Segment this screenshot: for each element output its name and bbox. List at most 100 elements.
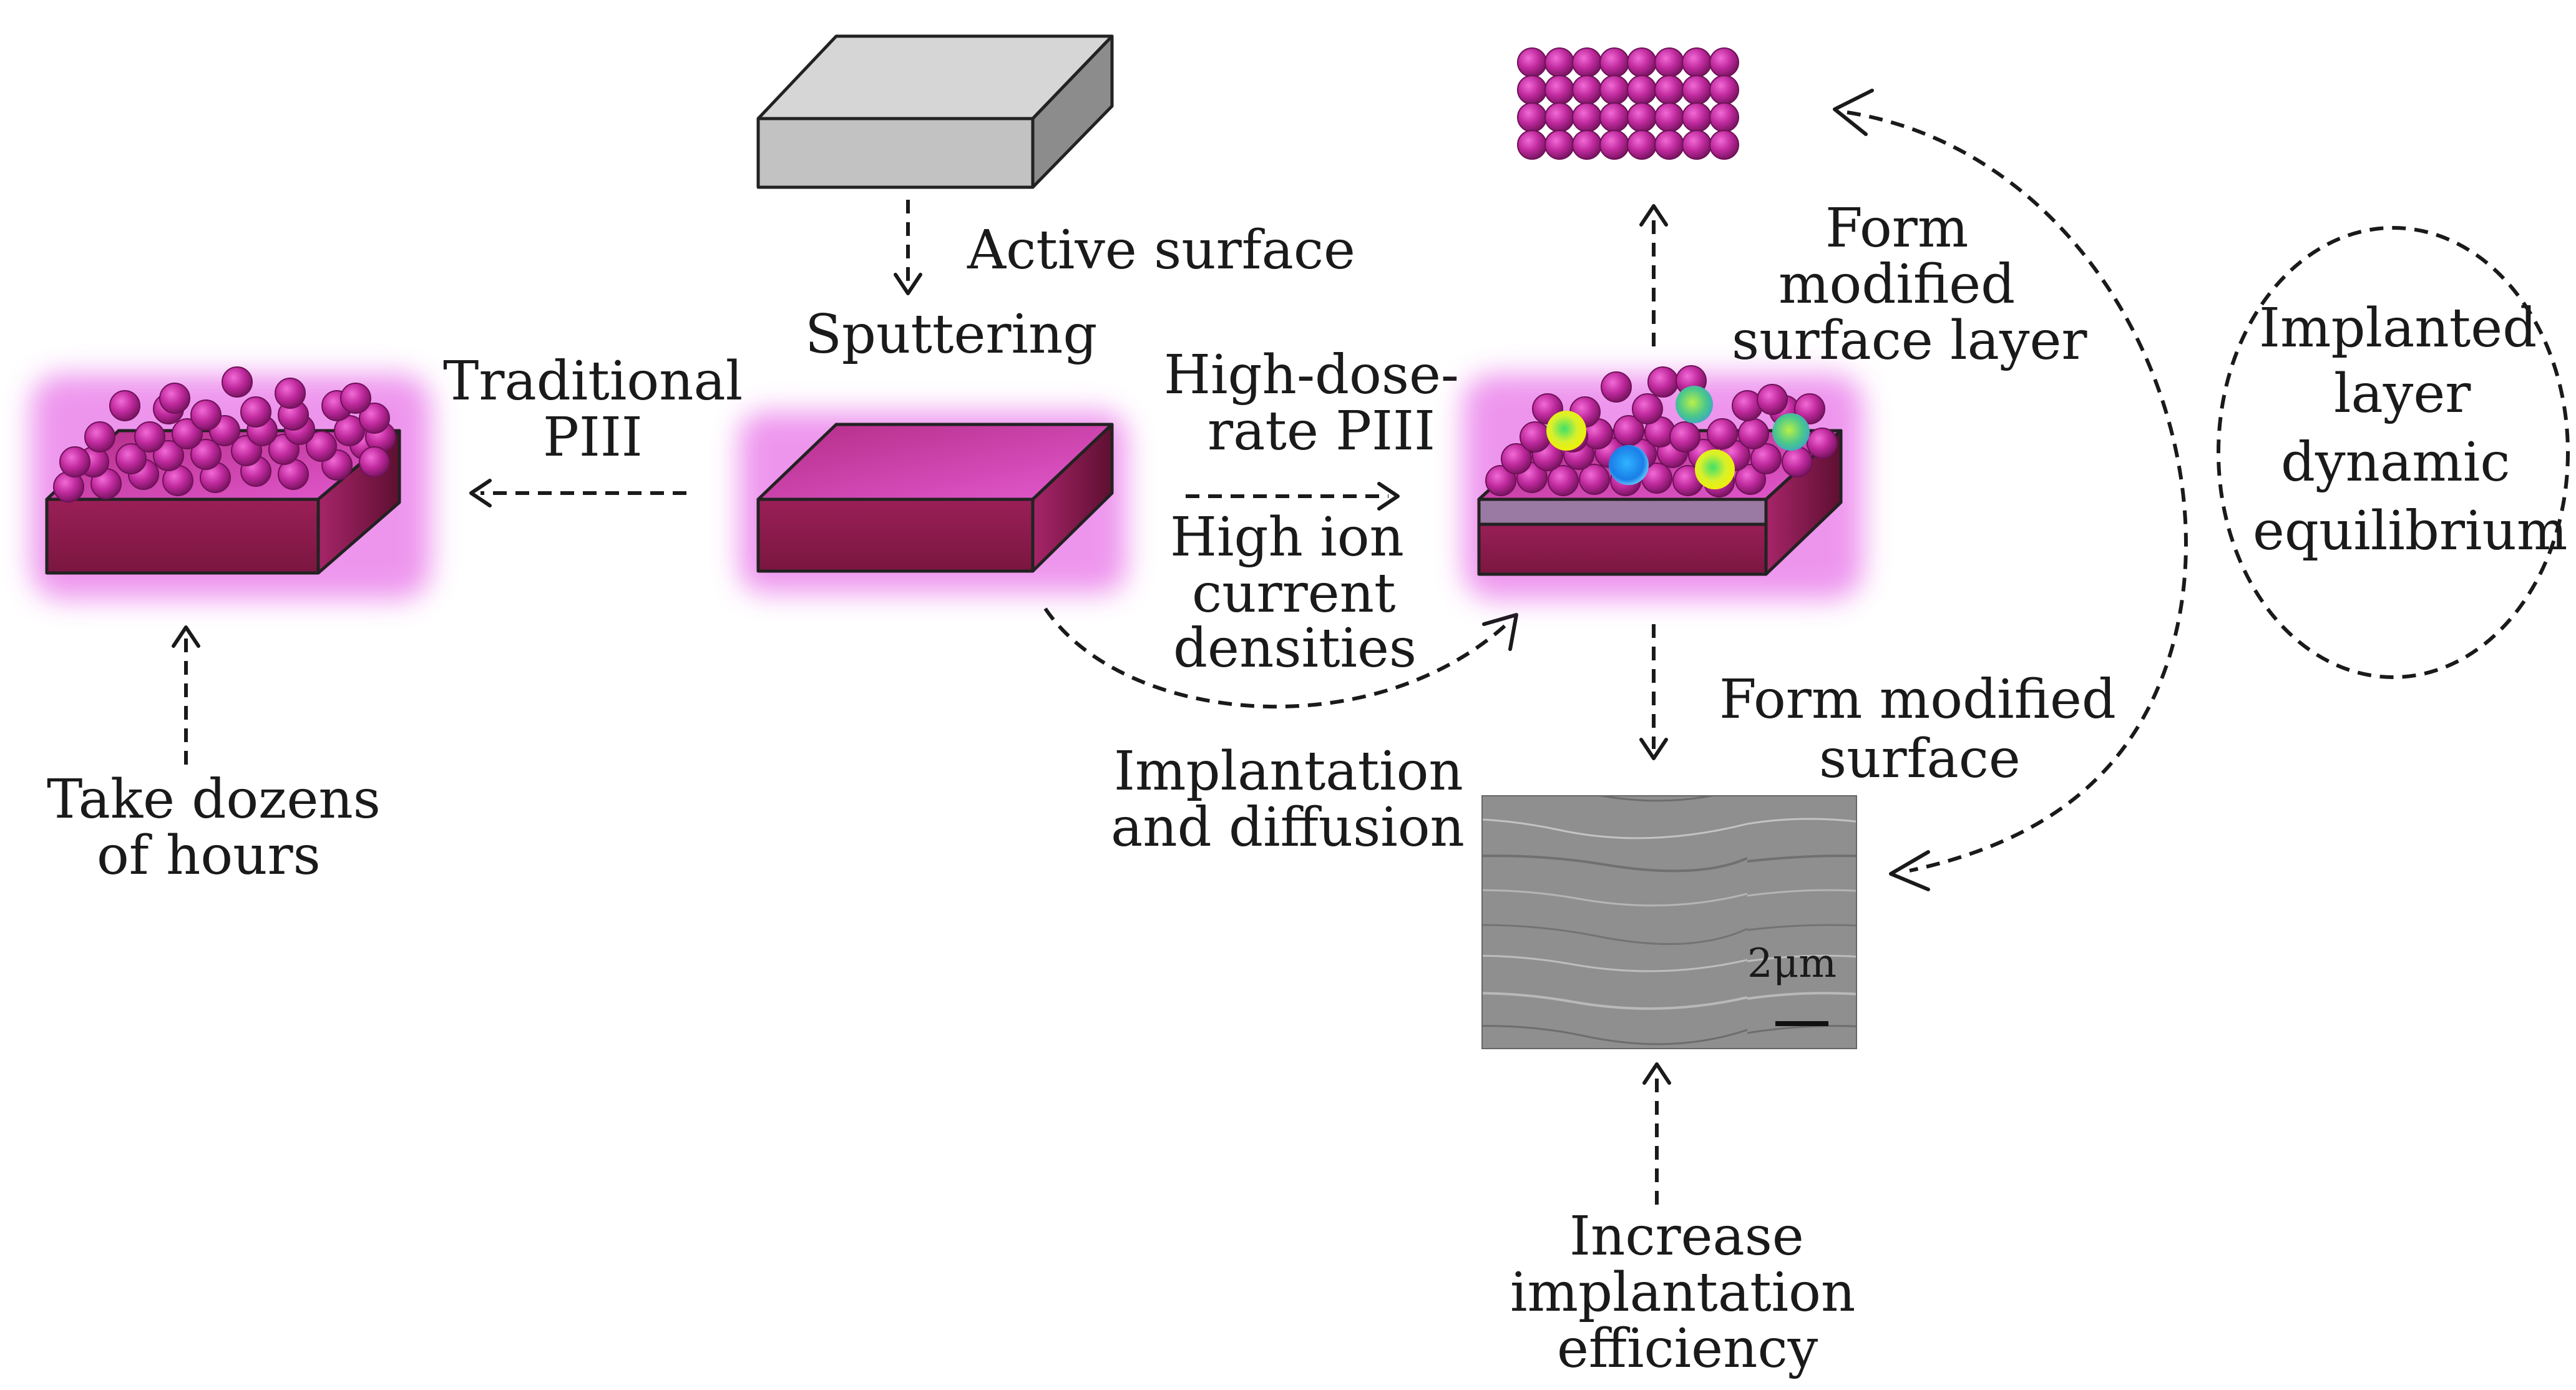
- arrow-increase-efficiency: [1642, 1062, 1671, 1205]
- atom-sphere-icon: [1599, 102, 1629, 132]
- atom-sphere-icon: [1738, 418, 1769, 449]
- atom-sphere-icon: [1601, 371, 1632, 403]
- atom-sphere-icon: [1579, 464, 1610, 495]
- atom-sphere-icon: [59, 446, 90, 477]
- label-high-dose-line1: High-dose-: [1164, 344, 1459, 406]
- atom-sphere-icon: [1501, 443, 1532, 474]
- atom-sphere-icon: [334, 415, 365, 446]
- atom-sphere-icon: [1757, 384, 1788, 415]
- atom-sphere-icon: [1647, 366, 1679, 398]
- atom-sphere-icon: [1599, 47, 1629, 77]
- atom-sphere-icon: [340, 383, 371, 414]
- atom-sphere-icon: [190, 399, 222, 431]
- arrow-dynamic-equilibrium-loop: [1833, 89, 2188, 891]
- label-form-surface-line1: Form modified: [1719, 668, 2116, 731]
- label-high-ion-line2: current: [1192, 562, 1396, 625]
- label-increase-line2: implantation: [1510, 1261, 1855, 1324]
- label-take-dozens-line2: of hours: [97, 825, 321, 887]
- central-active-block: [739, 412, 1126, 593]
- label-form-surface-line2: surface: [1819, 728, 2021, 790]
- atom-sphere-icon: [1572, 102, 1602, 132]
- atom-sphere-icon: [1709, 102, 1739, 132]
- atom-sphere-icon: [1682, 102, 1712, 132]
- atom-sphere-icon: [1682, 75, 1712, 105]
- atom-sphere-icon: [1654, 47, 1684, 77]
- atom-sphere-icon: [153, 440, 184, 471]
- arrow-to-sem: [1639, 624, 1668, 760]
- atom-sphere-icon: [306, 431, 337, 462]
- label-equilibrium-line3: dynamic: [2281, 431, 2510, 494]
- atom-sphere-icon: [1544, 75, 1574, 105]
- atom-sphere-icon: [275, 378, 306, 409]
- arrow-gray-to-sputtering: [894, 200, 922, 295]
- traditional-atom-cluster: [53, 366, 396, 502]
- atom-sphere-icon: [159, 383, 190, 414]
- atom-sphere-icon: [1709, 47, 1739, 77]
- atom-sphere-icon: [1627, 47, 1657, 77]
- atom-sphere-icon: [1627, 130, 1657, 160]
- atom-sphere-icon: [1517, 130, 1547, 160]
- atom-sphere-icon: [1572, 75, 1602, 105]
- label-take-dozens-line1: Take dozens: [47, 768, 381, 831]
- atom-sphere-icon: [1709, 75, 1739, 105]
- atom-sphere-icon: [359, 446, 390, 477]
- atom-sphere-icon: [1548, 465, 1579, 496]
- atom-sphere-icon: [115, 443, 147, 474]
- arrow-to-traditional: [469, 479, 686, 507]
- atom-sphere-icon: [172, 418, 203, 449]
- label-high-dose-line2: rate PIII: [1208, 400, 1435, 463]
- implanted-block: [1463, 365, 1863, 599]
- atom-sphere-icon: [84, 421, 115, 453]
- atom-sphere-icon: [1544, 130, 1574, 160]
- atom-sphere-icon: [1707, 418, 1738, 449]
- atom-sphere-icon: [1682, 130, 1712, 160]
- label-active-surface: Active surface: [967, 219, 1355, 281]
- atom-sphere-icon: [1807, 428, 1838, 459]
- dopant-yellow-icon: [1695, 449, 1735, 489]
- atom-sphere-icon: [1654, 130, 1684, 160]
- atom-sphere-icon: [1599, 75, 1629, 105]
- atom-sphere-icon: [1517, 47, 1547, 77]
- label-form-layer-line3: surface layer: [1732, 310, 2087, 372]
- label-equilibrium-line1: Implanted: [2259, 297, 2537, 360]
- atom-sphere-icon: [1794, 393, 1825, 424]
- label-sputtering: Sputtering: [805, 303, 1097, 366]
- arrow-to-high-dose: [1186, 482, 1400, 511]
- atom-sphere-icon: [1517, 75, 1547, 105]
- atom-sphere-icon: [1520, 421, 1551, 453]
- dopant-green-icon: [1772, 413, 1810, 451]
- dopant-green-icon: [1676, 386, 1713, 423]
- atom-sphere-icon: [359, 403, 390, 434]
- label-high-ion-line3: densities: [1173, 617, 1417, 680]
- arrow-take-dozens: [172, 625, 200, 765]
- sem-micrograph: 2μm: [1481, 795, 1857, 1049]
- atom-sphere-icon: [1544, 102, 1574, 132]
- arrow-implantation-curve: [1043, 607, 1518, 709]
- atom-sphere-icon: [1750, 443, 1782, 474]
- dopant-blue-icon: [1609, 445, 1649, 485]
- modified-layer-atom-grid: [1517, 47, 1739, 160]
- label-equilibrium-line2: layer: [2334, 363, 2471, 425]
- atom-sphere-icon: [1782, 446, 1813, 477]
- atom-sphere-icon: [109, 390, 140, 421]
- atom-sphere-icon: [1682, 47, 1712, 77]
- atom-sphere-icon: [1709, 130, 1739, 160]
- scale-bar-label: 2μm: [1747, 941, 1837, 987]
- label-implantation-line1: Implantation: [1114, 740, 1463, 803]
- traditional-block: [31, 366, 431, 599]
- label-traditional-line1: Traditional: [443, 350, 743, 413]
- label-high-ion-line1: High ion: [1170, 506, 1404, 569]
- atom-sphere-icon: [1544, 47, 1574, 77]
- atom-sphere-icon: [1632, 393, 1663, 424]
- dopant-yellow-icon: [1546, 411, 1586, 451]
- label-form-layer-line2: modified: [1778, 253, 2015, 316]
- atom-sphere-icon: [1572, 130, 1602, 160]
- equilibrium-ellipse: [2217, 226, 2570, 679]
- label-traditional-line2: PIII: [543, 406, 643, 469]
- atom-sphere-icon: [240, 396, 271, 428]
- atom-sphere-icon: [190, 439, 222, 470]
- label-form-layer-line1: Form: [1825, 197, 1968, 260]
- atom-sphere-icon: [1517, 102, 1547, 132]
- atom-sphere-icon: [1654, 102, 1684, 132]
